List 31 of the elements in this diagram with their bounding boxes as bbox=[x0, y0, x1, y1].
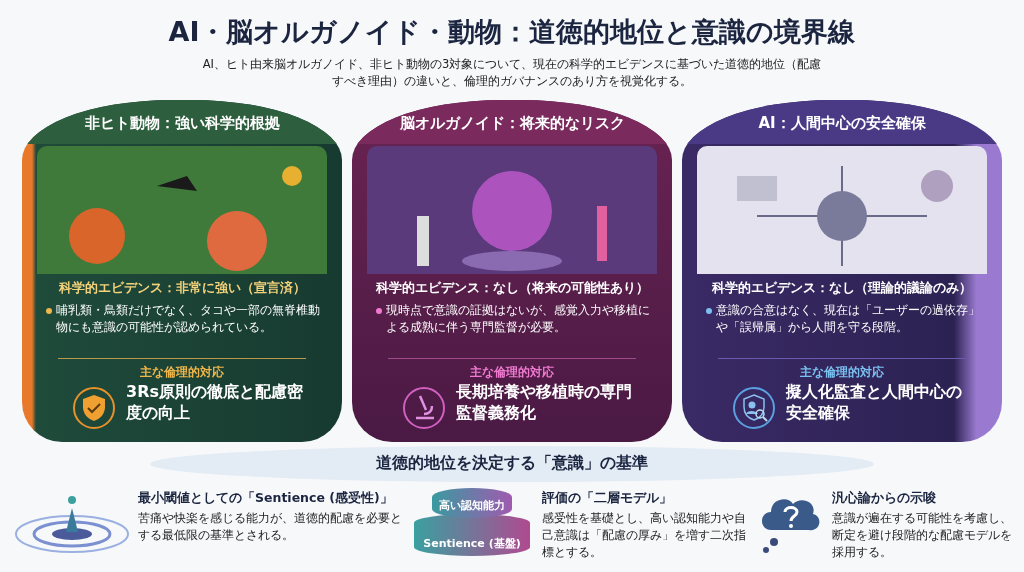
item-heading: 評価の「二層モデル」 bbox=[542, 490, 673, 507]
evidence-heading: 科学的エビデンス：なし（理論的議論のみ） bbox=[711, 280, 973, 297]
response-text: 擬人化監査と人間中心の安全確保 bbox=[786, 382, 963, 424]
item-text: 意識が遍在する可能性を考慮し、断定を避け段階的な配慮モデルを採用する。 bbox=[832, 510, 1013, 561]
evidence-heading: 科学的エビデンス：なし（将来の可能性あり） bbox=[374, 280, 650, 297]
item-text: 感受性を基礎とし、高い認知能力や自己意識は「配慮の厚み」を増す二次指標とする。 bbox=[542, 510, 747, 561]
title: AI・脳オルガノイド・動物：道徳的地位と意識の境界線 bbox=[167, 15, 857, 49]
evidence-text: 意識の合意はなく、現在は「ユーザーの過依存」や「誤帰属」から人間を守る段階。 bbox=[716, 302, 980, 336]
response-heading: 主な倫理的対応 bbox=[799, 364, 885, 381]
evidence-text: 哺乳類・鳥類だけでなく、タコや一部の無脊椎動物にも意識の可能性が認められている。 bbox=[56, 302, 320, 336]
top-tier bbox=[432, 488, 512, 518]
category-panel bbox=[352, 100, 672, 442]
item-text: 苦痛や快楽を感じる能力が、道徳的配慮を必要とする最低限の基準とされる。 bbox=[138, 510, 403, 544]
category-panel bbox=[682, 100, 1002, 442]
response-heading: 主な倫理的対応 bbox=[139, 364, 225, 381]
band-heading: 道徳的地位を決定する「意識」の基準 bbox=[375, 453, 649, 474]
evidence-heading: 科学的エビデンス：非常に強い（宣言済） bbox=[57, 280, 307, 297]
tier-label: 高い認知能力 bbox=[438, 498, 506, 513]
panel-heading: 非ヒト動物：強い科学的根拠 bbox=[83, 114, 281, 133]
tier-label: Sentience (基盤) bbox=[422, 536, 522, 551]
category-panel bbox=[22, 100, 342, 442]
item-heading: 汎心論からの示唆 bbox=[832, 490, 937, 507]
item-heading: 最小閾値としての「Sentience (感受性)」 bbox=[138, 490, 394, 507]
evidence-text: 現時点で意識の証拠はないが、感覚入力や移植による成熟に伴う専門監督が必要。 bbox=[386, 302, 650, 336]
base-tier bbox=[414, 514, 530, 556]
response-text: 長期培養や移植時の専門監督義務化 bbox=[456, 382, 633, 424]
panel-heading: 脳オルガノイド：将来的なリスク bbox=[398, 114, 626, 133]
panel-heading: AI：人間中心の安全確保 bbox=[757, 114, 927, 133]
response-heading: 主な倫理的対応 bbox=[469, 364, 555, 381]
response-text: 3Rs原則の徹底と配慮密度の向上 bbox=[126, 382, 304, 424]
subtitle: AI、ヒト由来脳オルガノイド、非ヒト動物の3対象について、現在の科学的エビデンスに基づいた道徳的地位（配慮すべき理由）の違いと、倫理的ガバナンスのあり方を視覚化する。 bbox=[201, 56, 823, 91]
